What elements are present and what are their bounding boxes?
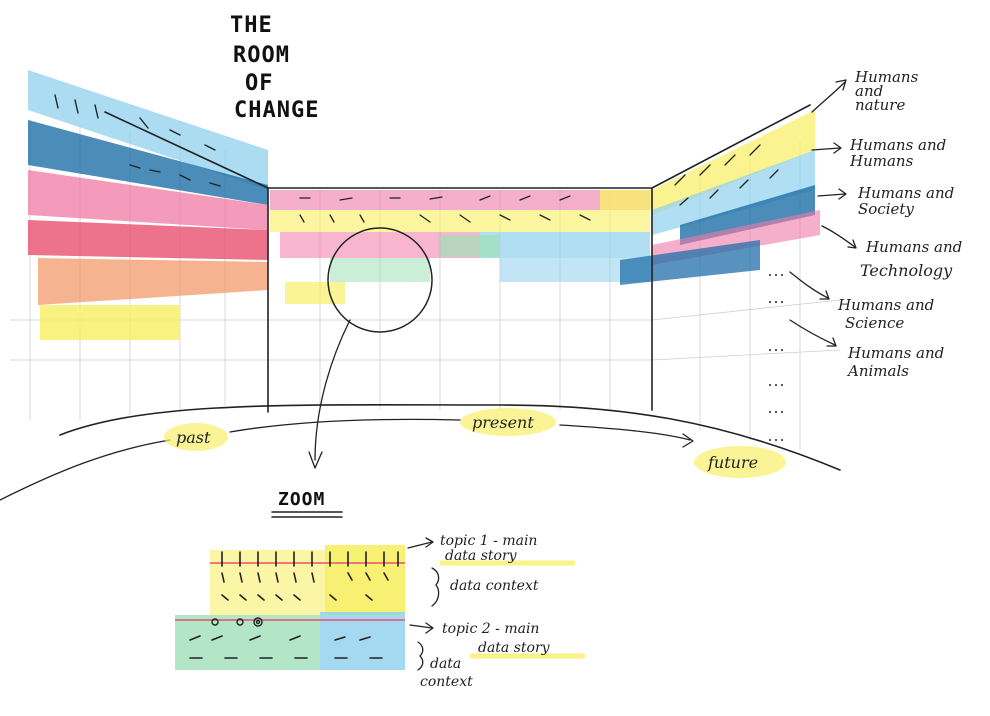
band-dark-blue-left <box>28 120 268 205</box>
topic2-line-1: topic 2 - main <box>442 621 539 637</box>
theme-science-line-2: Science <box>845 314 904 332</box>
theme-animals-line-1: Humans and <box>847 344 944 362</box>
present-highlight <box>460 408 556 436</box>
topic1-line-1: topic 1 - main <box>440 533 537 549</box>
right-wall-edge <box>651 104 811 189</box>
band-yellow-back-2 <box>285 282 345 304</box>
band-dark-blue-right <box>680 185 815 245</box>
theme-humans-line-1: Humans and <box>849 136 946 154</box>
theme-humans-line-2: Humans <box>849 152 914 170</box>
band-green-back <box>440 235 500 257</box>
zoom-block-green <box>175 615 320 670</box>
zoom-block-yellow-light <box>210 550 325 615</box>
theme-nature-line-1: Humans <box>854 68 919 86</box>
band-green-back-2 <box>330 258 430 282</box>
theme-nature-line-2: and <box>855 82 883 100</box>
context2-line-1: data <box>430 656 461 672</box>
zoom-marks <box>189 551 399 659</box>
theme-society-line-1: Humans and <box>857 184 954 202</box>
band-yellow-right <box>652 110 815 215</box>
topic2-line-2: data story <box>478 640 551 656</box>
right-wall-strokes <box>620 110 820 441</box>
zoom-circle <box>308 227 433 469</box>
left-wall-strokes <box>28 70 268 340</box>
back-wall-strokes <box>270 190 652 304</box>
timeline: past present future <box>0 408 786 501</box>
context1-label: data context <box>450 578 539 594</box>
band-dark-blue-right-2 <box>620 240 760 285</box>
past-highlight <box>164 423 228 451</box>
timeline-present: present <box>472 413 534 432</box>
sketch-title: THE ROOM OF CHANGE <box>230 13 319 123</box>
context2-line-2: context <box>420 674 473 690</box>
title-line-4: CHANGE <box>234 98 319 123</box>
zoom-block-blue <box>320 612 405 670</box>
room-outline <box>59 104 841 471</box>
theme-science-line-1: Humans and <box>837 296 934 314</box>
theme-nature-line-3: nature <box>855 96 905 114</box>
band-yellow-back <box>270 210 650 232</box>
title-line-1: THE <box>230 13 273 38</box>
timeline-future: future <box>707 453 758 472</box>
theme-labels: Humans and nature Humans and Humans Huma… <box>789 68 962 380</box>
band-blue-right <box>652 150 815 235</box>
theme-technology-line-1: Humans and <box>865 238 962 256</box>
zoom-annotations-lines <box>407 537 440 671</box>
title-line-2: ROOM <box>233 43 290 68</box>
topic1-line-2: data story <box>445 548 518 564</box>
band-red-left <box>28 220 268 260</box>
zoom-label: ZOOM <box>278 489 325 510</box>
band-pink-back <box>270 190 650 210</box>
zoom-block-yellow-bright <box>325 545 405 615</box>
theme-animals-line-2: Animals <box>846 362 909 380</box>
band-yellow-back-top <box>600 190 652 210</box>
dots-right <box>769 274 783 441</box>
band-orange-left <box>38 258 268 305</box>
band-blue-back <box>480 232 650 258</box>
zoom-circles <box>211 617 263 627</box>
theme-society-line-2: Society <box>858 200 914 218</box>
floor-edge <box>59 403 841 471</box>
band-yellow-left <box>40 305 180 340</box>
zoom-detail: ZOOM <box>175 489 585 690</box>
title-line-3: OF <box>245 71 274 96</box>
theme-technology-line-2: Technology <box>860 261 953 280</box>
band-pink-left <box>28 170 268 230</box>
theme-arrows <box>789 79 857 347</box>
future-highlight <box>694 446 786 478</box>
timeline-past: past <box>176 428 211 447</box>
